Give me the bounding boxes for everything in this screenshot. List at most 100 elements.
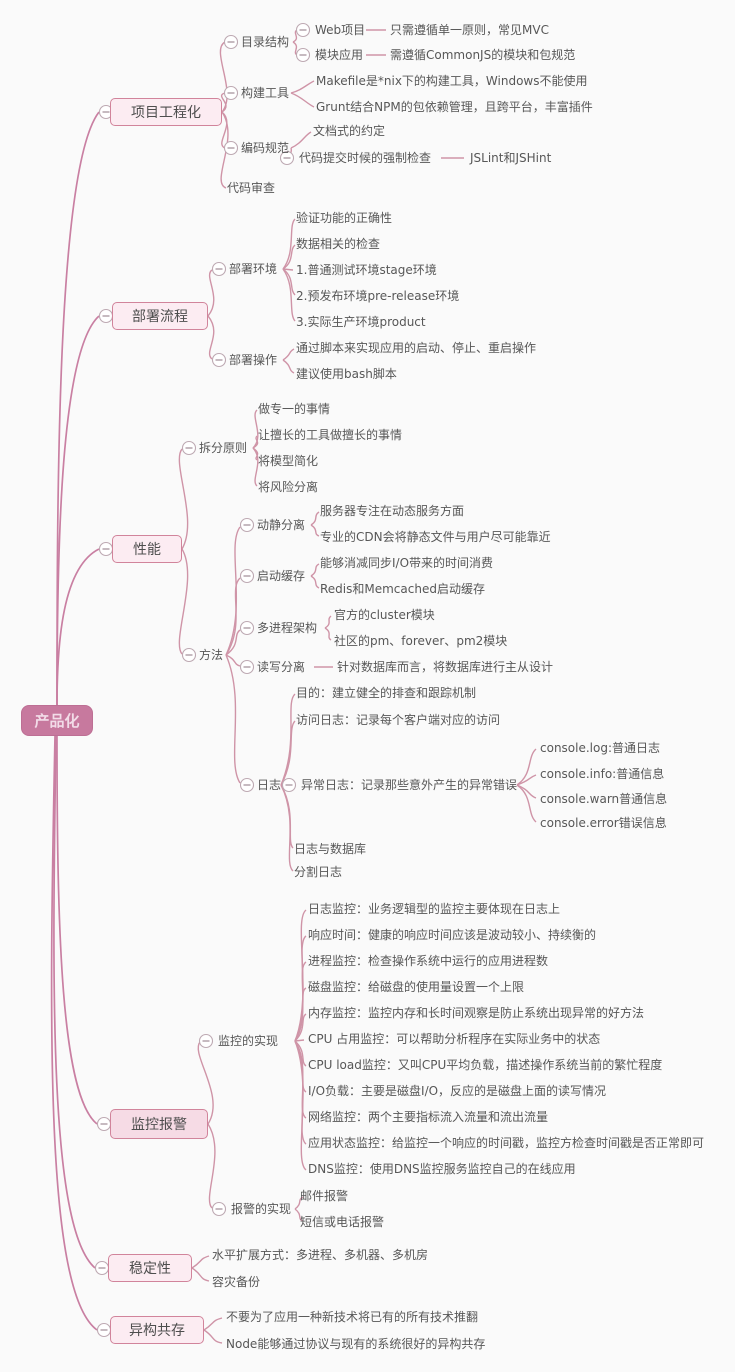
mindmap-node[interactable]: 动静分离 xyxy=(257,518,306,532)
mindmap-node[interactable]: 目的：建立健全的排查和跟踪机制 xyxy=(296,686,477,700)
mindmap-node[interactable]: Node能够通过协议与现有的系统很好的异构共存 xyxy=(226,1337,486,1351)
mindmap-node[interactable]: 日志与数据库 xyxy=(294,842,367,856)
mindmap-node[interactable]: console.log:普通日志 xyxy=(540,741,661,755)
mindmap-node[interactable]: 构建工具 xyxy=(241,86,290,100)
mindmap-node[interactable]: 日志监控：业务逻辑型的监控主要体现在日志上 xyxy=(308,902,561,916)
collapse-icon[interactable] xyxy=(181,440,197,456)
mindmap-node[interactable]: 多进程架构 xyxy=(257,621,318,635)
mindmap-node[interactable]: 异常日志：记录那些意外产生的异常错误 xyxy=(301,778,518,792)
collapse-icon[interactable] xyxy=(94,1260,110,1276)
collapse-icon[interactable] xyxy=(239,568,255,584)
mindmap-node[interactable]: 网络监控：两个主要指标流入流量和流出流量 xyxy=(308,1110,549,1124)
branch-node-monitor-alarm[interactable]: 监控报警 xyxy=(110,1109,208,1139)
mindmap-node[interactable]: 目录结构 xyxy=(241,35,290,49)
mindmap-node[interactable]: JSLint和JSHint xyxy=(470,151,552,165)
collapse-icon[interactable] xyxy=(223,85,239,101)
collapse-icon[interactable] xyxy=(98,308,114,324)
mindmap-node[interactable]: 文档式的约定 xyxy=(313,124,386,138)
collapse-icon[interactable] xyxy=(211,352,227,368)
mindmap-node[interactable]: Makefile是*nix下的构建工具，Windows不能使用 xyxy=(316,74,588,88)
mindmap-node[interactable]: CPU 占用监控：可以帮助分析程序在实际业务中的状态 xyxy=(308,1032,601,1046)
mindmap-node[interactable]: 监控的实现 xyxy=(218,1034,279,1048)
mindmap-node[interactable]: 编码规范 xyxy=(241,141,290,155)
mindmap-node[interactable]: 邮件报警 xyxy=(300,1189,349,1203)
collapse-icon[interactable] xyxy=(223,140,239,156)
mindmap-node[interactable]: 将模型简化 xyxy=(258,454,319,468)
mindmap-node[interactable]: 响应时间：健康的响应时间应该是波动较小、持续衡的 xyxy=(308,928,597,942)
collapse-icon[interactable] xyxy=(211,1201,227,1217)
mindmap-node[interactable]: I/O负载：主要是磁盘I/O，反应的是磁盘上面的读写情况 xyxy=(308,1084,607,1098)
collapse-icon[interactable] xyxy=(279,150,295,166)
branch-node-hetero-coexist[interactable]: 异构共存 xyxy=(110,1316,204,1344)
mindmap-node[interactable]: 分割日志 xyxy=(294,865,343,879)
mindmap-node[interactable]: DNS监控：使用DNS监控服务监控自己的在线应用 xyxy=(308,1162,576,1176)
collapse-icon[interactable] xyxy=(295,22,311,38)
branch-node-deploy-process[interactable]: 部署流程 xyxy=(112,302,208,330)
mindmap-node[interactable]: 通过脚本来实现应用的启动、停止、重启操作 xyxy=(296,341,537,355)
root-node-productization[interactable]: 产品化 xyxy=(21,705,93,736)
mindmap-node[interactable]: Web项目 xyxy=(315,23,366,37)
mindmap-node[interactable]: 访问日志：记录每个客户端对应的访问 xyxy=(296,713,501,727)
mindmap-node[interactable]: 报警的实现 xyxy=(231,1202,292,1216)
mindmap-node[interactable]: 代码提交时候的强制检查 xyxy=(299,151,432,165)
mindmap-node[interactable]: 做专一的事情 xyxy=(258,402,331,416)
collapse-icon[interactable] xyxy=(239,777,255,793)
branch-node-stability[interactable]: 稳定性 xyxy=(108,1254,192,1282)
branch-node-project-engineering[interactable]: 项目工程化 xyxy=(110,98,222,126)
mindmap-node[interactable]: 读写分离 xyxy=(257,660,306,674)
mindmap-node[interactable]: 1.普通测试环境stage环境 xyxy=(296,263,437,277)
mindmap-node[interactable]: 3.实际生产环境product xyxy=(296,315,426,329)
mindmap-node[interactable]: console.warn普通信息 xyxy=(540,792,668,806)
mindmap-node[interactable]: 日志 xyxy=(257,778,282,792)
connector-line xyxy=(56,735,98,1125)
mindmap-node[interactable]: console.error错误信息 xyxy=(540,816,667,830)
collapse-icon[interactable] xyxy=(239,659,255,675)
mindmap-node[interactable]: 2.预发布环境pre-release环境 xyxy=(296,289,460,303)
collapse-icon[interactable] xyxy=(239,620,255,636)
mindmap-node[interactable]: CPU load监控：又叫CPU平均负载，描述操作系统当前的繁忙程度 xyxy=(308,1058,663,1072)
mindmap-node[interactable]: 进程监控：检查操作系统中运行的应用进程数 xyxy=(308,954,549,968)
mindmap-node[interactable]: 需遵循CommonJS的模块和包规范 xyxy=(390,48,576,62)
collapse-icon[interactable] xyxy=(98,541,114,557)
mindmap-node[interactable]: 应用状态监控：给监控一个响应的时间戳，监控方检查时间戳是否正常即可 xyxy=(308,1136,705,1150)
mindmap-node[interactable]: 数据相关的检查 xyxy=(296,237,381,251)
mindmap-node[interactable]: Redis和Memcached启动缓存 xyxy=(320,582,485,596)
mindmap-node[interactable]: 社区的pm、forever、pm2模块 xyxy=(334,634,508,648)
mindmap-node[interactable]: 服务器专注在动态服务方面 xyxy=(320,504,465,518)
mindmap-node[interactable]: console.info:普通信息 xyxy=(540,767,665,781)
collapse-icon[interactable] xyxy=(96,1322,112,1338)
mindmap-node[interactable]: 不要为了应用一种新技术将已有的所有技术推翻 xyxy=(226,1310,479,1324)
mindmap-node[interactable]: 部署操作 xyxy=(229,353,278,367)
mindmap-node[interactable]: 容灾备份 xyxy=(212,1275,261,1289)
collapse-icon[interactable] xyxy=(295,47,311,63)
collapse-icon[interactable] xyxy=(198,1033,214,1049)
collapse-icon[interactable] xyxy=(96,1116,112,1132)
collapse-icon[interactable] xyxy=(239,517,255,533)
mindmap-node[interactable]: 让擅长的工具做擅长的事情 xyxy=(258,428,403,442)
mindmap-node[interactable]: 验证功能的正确性 xyxy=(296,211,393,225)
collapse-icon[interactable] xyxy=(181,647,197,663)
mindmap-node[interactable]: 模块应用 xyxy=(315,48,364,62)
mindmap-node[interactable]: 官方的cluster模块 xyxy=(334,608,435,622)
mindmap-node[interactable]: Grunt结合NPM的包依赖管理，且跨平台，丰富插件 xyxy=(316,100,593,114)
collapse-icon[interactable] xyxy=(223,34,239,50)
mindmap-node[interactable]: 代码审查 xyxy=(227,181,276,195)
mindmap-node[interactable]: 针对数据库而言，将数据库进行主从设计 xyxy=(337,660,554,674)
mindmap-node[interactable]: 启动缓存 xyxy=(257,569,306,583)
mindmap-node[interactable]: 拆分原则 xyxy=(199,441,248,455)
mindmap-node[interactable]: 专业的CDN会将静态文件与用户尽可能靠近 xyxy=(320,530,551,544)
mindmap-node[interactable]: 建议使用bash脚本 xyxy=(296,367,397,381)
collapse-icon[interactable] xyxy=(211,261,227,277)
mindmap-node[interactable]: 内存监控：监控内存和长时间观察是防止系统出现异常的好方法 xyxy=(308,1006,645,1020)
collapse-icon[interactable] xyxy=(281,777,297,793)
branch-node-performance[interactable]: 性能 xyxy=(112,535,182,563)
mindmap-node[interactable]: 将风险分离 xyxy=(258,480,319,494)
connector-line xyxy=(294,1039,305,1042)
mindmap-node[interactable]: 水平扩展方式：多进程、多机器、多机房 xyxy=(212,1248,429,1262)
mindmap-node[interactable]: 方法 xyxy=(199,648,224,662)
mindmap-node[interactable]: 部署环境 xyxy=(229,262,278,276)
mindmap-node[interactable]: 能够消减同步I/O带来的时间消费 xyxy=(320,556,494,570)
mindmap-node[interactable]: 磁盘监控：给磁盘的使用量设置一个上限 xyxy=(308,980,525,994)
mindmap-node[interactable]: 短信或电话报警 xyxy=(300,1215,385,1229)
mindmap-node[interactable]: 只需遵循单一原则，常见MVC xyxy=(390,23,549,37)
